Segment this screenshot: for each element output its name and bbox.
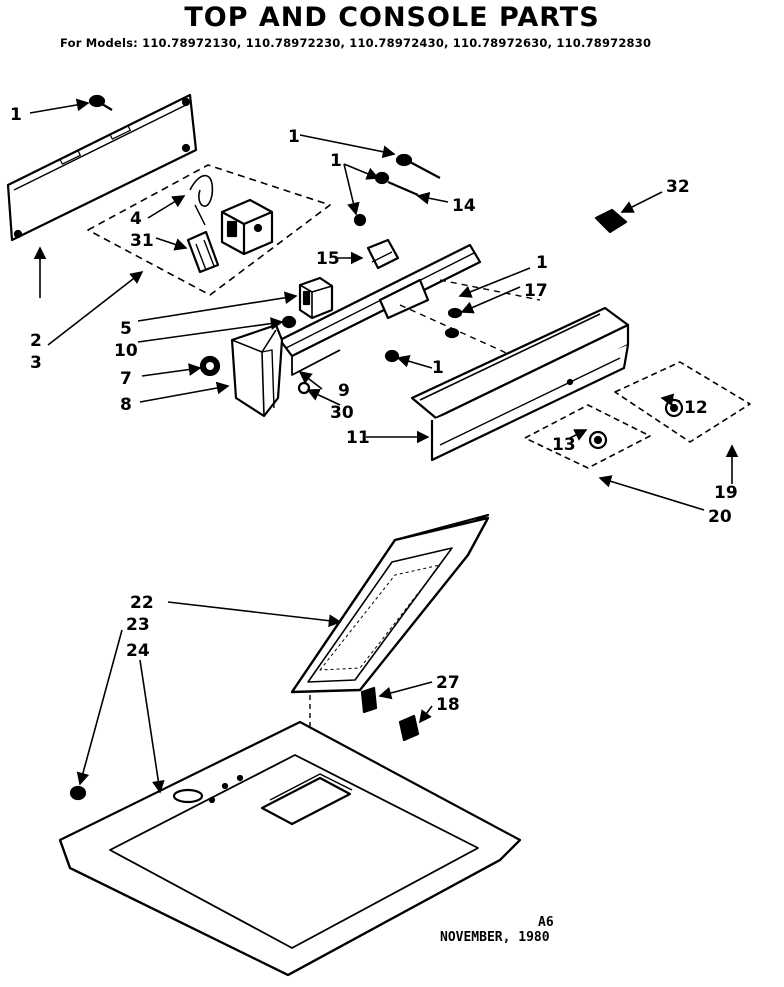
- switch-part-5: [298, 276, 334, 320]
- console-bracket: [278, 243, 541, 376]
- screw-part-30: [297, 381, 311, 395]
- page-code: A6: [538, 915, 554, 930]
- knob-part: [199, 355, 221, 377]
- callout-22: 22: [130, 593, 154, 613]
- screw-part-1c: [374, 171, 419, 197]
- foot-part: [69, 785, 87, 801]
- callout-14: 14: [452, 196, 476, 216]
- callout-27: 27: [436, 673, 460, 693]
- publication-date: NOVEMBER, 1980: [440, 930, 550, 945]
- callout-2: 2: [30, 331, 42, 351]
- signal-light-part: [594, 208, 628, 234]
- callout-12: 12: [684, 398, 708, 418]
- terminal-block-part: [186, 230, 220, 274]
- screw-part-1d: [353, 213, 367, 227]
- callout-1b: 1: [288, 127, 300, 147]
- callout-32: 32: [666, 177, 690, 197]
- screw-part-1b: [395, 153, 441, 179]
- callout-18: 18: [436, 695, 460, 715]
- callout-24: 24: [126, 641, 150, 661]
- callout-5: 5: [120, 319, 132, 339]
- back-panel-part: [6, 93, 198, 242]
- wire-harness-part: [189, 174, 214, 226]
- clip-part-15: [366, 238, 400, 270]
- callout-20: 20: [708, 507, 732, 527]
- page-title: TOP AND CONSOLE PARTS: [184, 2, 600, 33]
- knob-part-12: [664, 398, 684, 418]
- callout-7: 7: [120, 369, 132, 389]
- callout-15: 15: [316, 249, 340, 269]
- callout-31: 31: [130, 231, 154, 251]
- console-panel: [410, 306, 630, 462]
- models-line: For Models: 110.78972130, 110.78972230, …: [60, 36, 652, 50]
- bezel-outline-19: [614, 361, 751, 443]
- callout-1d: 1: [536, 253, 548, 273]
- callout-3: 3: [30, 353, 42, 373]
- timer-part: [220, 198, 274, 256]
- footer: A6 NOVEMBER, 1980: [440, 915, 554, 945]
- console-end-cap: [230, 323, 284, 418]
- callout-1e: 1: [432, 358, 444, 378]
- screw-part-17a: [447, 307, 463, 319]
- mounting-plate-outline: [87, 164, 331, 296]
- callout-17: 17: [524, 281, 548, 301]
- callout-1a: 1: [10, 105, 22, 125]
- screw-part-1a: [88, 94, 113, 111]
- callout-23: 23: [126, 615, 150, 635]
- screw-part-1e: [384, 349, 400, 363]
- callout-4: 4: [130, 209, 142, 229]
- lid-part: [290, 513, 490, 760]
- callout-10: 10: [114, 341, 138, 361]
- hinge-part-27: [360, 686, 378, 714]
- callout-11: 11: [346, 428, 370, 448]
- knob-part-13: [588, 430, 608, 450]
- callout-19: 19: [714, 483, 738, 503]
- hinge-part-18: [398, 714, 420, 742]
- screw-part-10: [281, 315, 297, 329]
- bezel-outline-13: [524, 404, 651, 469]
- screw-part-17b: [444, 327, 460, 339]
- callout-1c: 1: [330, 151, 342, 171]
- callout-8: 8: [120, 395, 132, 415]
- top-panel: [58, 720, 522, 977]
- callout-9: 9: [338, 381, 350, 401]
- callout-13: 13: [552, 435, 576, 455]
- callout-30: 30: [330, 403, 354, 423]
